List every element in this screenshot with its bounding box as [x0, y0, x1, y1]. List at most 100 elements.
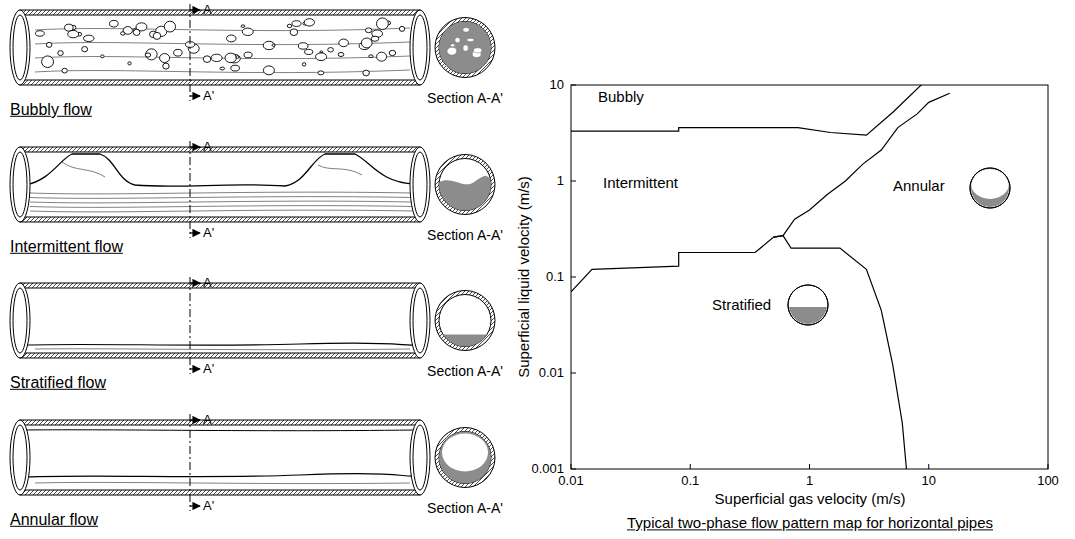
tick-label: 1: [557, 174, 564, 189]
bubble: [338, 52, 344, 56]
section-arrow: [190, 9, 200, 10]
bubble: [203, 56, 211, 63]
streak: [30, 201, 412, 203]
tick-label: 0.1: [681, 474, 699, 489]
tick-mark: [571, 464, 572, 469]
streak: [62, 162, 362, 177]
tick-mark: [690, 464, 691, 469]
bubble: [62, 68, 67, 73]
region-label: Annular: [893, 177, 945, 194]
section-label: Section A-A': [427, 90, 503, 106]
liquid-surface: [25, 154, 415, 186]
region-label: Intermittent: [603, 174, 678, 191]
bubble: [220, 67, 225, 70]
bubble: [110, 20, 119, 27]
pipe-wall: [20, 283, 420, 288]
section-arrow: [190, 368, 200, 369]
pipe-end: [13, 288, 27, 353]
pipe-wall: [435, 428, 495, 488]
bubble: [174, 49, 182, 56]
pipe-illustration: [10, 277, 430, 374]
pipe-end: [413, 15, 427, 80]
pipe-end: [410, 420, 430, 495]
bubble: [272, 44, 275, 46]
bubble: [463, 28, 469, 33]
pattern-name: Stratified flow: [10, 374, 106, 392]
tick-label: 0.01: [558, 474, 583, 489]
pipe-end: [13, 425, 27, 490]
streak: [35, 482, 410, 483]
section-contents: [438, 176, 492, 211]
pipe-illustration: [10, 4, 430, 101]
pipe-end: [10, 147, 30, 222]
regime-icon: [969, 167, 1011, 209]
bubble: [211, 54, 222, 61]
bubble: [133, 29, 140, 35]
bubble: [36, 31, 45, 36]
pipe-bore: [439, 432, 491, 484]
regime-boundary: [571, 85, 923, 135]
pipe-end: [13, 15, 27, 80]
tick-mark: [571, 469, 576, 470]
bubble: [328, 48, 334, 52]
pipe-end: [413, 425, 427, 490]
axis-title: Superficial liquid velocity (m/s): [515, 176, 532, 378]
pipe-wall: [20, 353, 420, 358]
bubble: [455, 37, 460, 42]
flow-contents: [25, 430, 415, 484]
liquid: [438, 335, 492, 349]
bubble: [292, 21, 301, 27]
section-marker: A: [203, 3, 212, 18]
bubble: [298, 43, 308, 49]
pipe-bore: [20, 425, 420, 490]
cross-section: [435, 428, 495, 488]
pipe-bore: [439, 159, 491, 211]
streak: [35, 42, 410, 45]
bubble: [145, 53, 151, 57]
section-label: Section A-A': [427, 500, 503, 516]
bubble: [121, 32, 125, 35]
section-contents: [438, 21, 492, 75]
cross-section: [435, 18, 495, 78]
icon-liquid: [787, 307, 829, 327]
pipe-wall: [20, 490, 420, 495]
pipe-illustration: [10, 141, 430, 238]
bubble: [371, 36, 379, 41]
bubble: [83, 35, 94, 41]
pipe-wall: [435, 155, 495, 215]
bubble: [163, 63, 169, 69]
section-contents: [438, 335, 492, 349]
liquid: [438, 176, 492, 211]
bubble: [302, 63, 305, 66]
bubble: [46, 42, 51, 47]
icon-liquid: [969, 167, 1011, 209]
tick-mark: [571, 373, 576, 374]
tick-label: 100: [1037, 474, 1059, 489]
bubble: [128, 62, 131, 65]
section-marker: A: [203, 413, 212, 428]
bubble: [447, 47, 457, 55]
tick-label: 1: [806, 474, 813, 489]
section-arrow: [190, 232, 200, 233]
flow-contents: [35, 18, 410, 76]
section-arrow: [190, 146, 200, 147]
bubble: [363, 70, 370, 76]
regime-boundary: [783, 236, 906, 469]
pipe-outline: [970, 168, 1010, 208]
pipe-end: [13, 152, 27, 217]
section-marker: A': [203, 499, 214, 514]
bubble: [227, 35, 237, 42]
regime-boundary: [571, 236, 783, 292]
tick-mark: [571, 85, 576, 86]
bubble: [290, 29, 298, 36]
bubble: [68, 30, 79, 37]
tick-mark: [1048, 464, 1049, 469]
section-arrow: [190, 95, 200, 96]
liquid-film: [25, 429, 415, 431]
regime-icon: [787, 285, 829, 327]
pipe-end: [413, 288, 427, 353]
bubble: [42, 56, 54, 68]
boundaries: [571, 85, 950, 469]
streak: [30, 197, 412, 199]
bubble: [316, 53, 327, 61]
